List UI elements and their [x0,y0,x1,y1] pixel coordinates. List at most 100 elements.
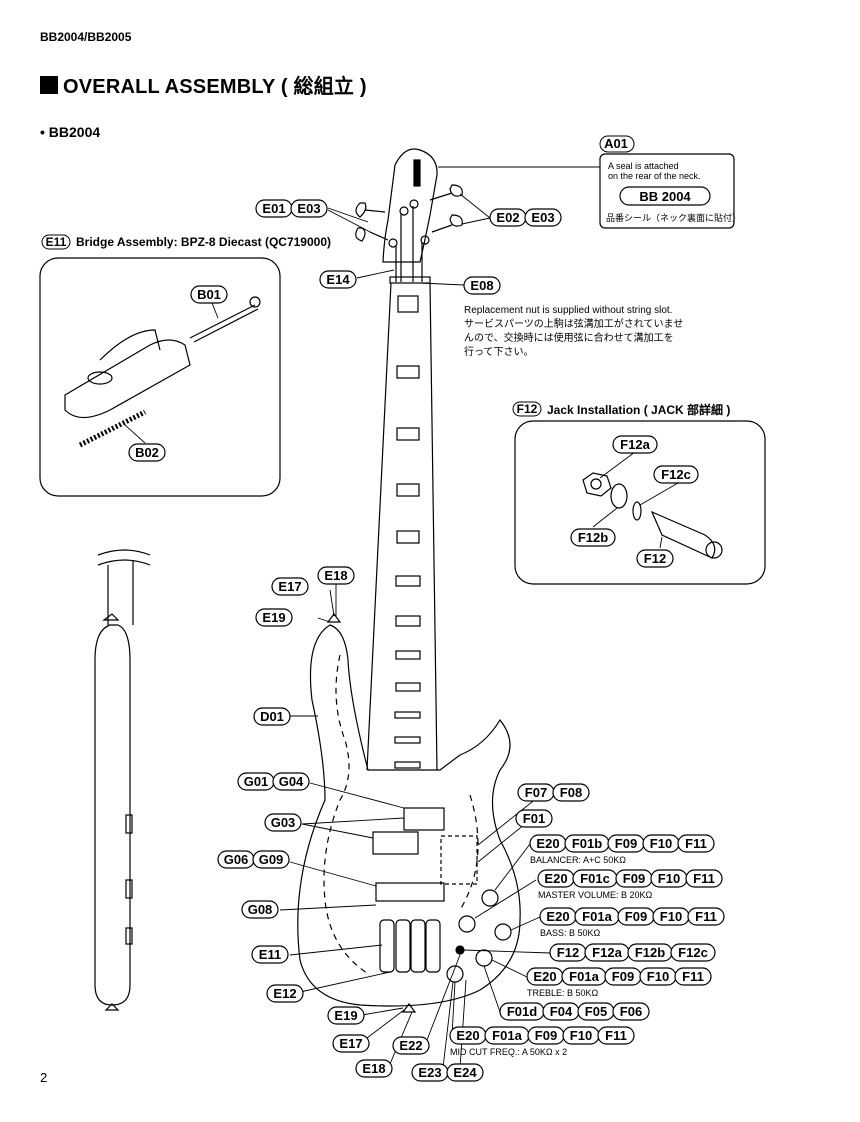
callout-b01-text: B01 [197,287,221,302]
control-row-5-1-text: F04 [550,1004,573,1019]
callout-a01-pill [599,135,635,153]
callout-e22-0-text: E22 [399,1038,422,1053]
control-row-0-0-text: E20 [536,836,559,851]
control-row-6-4-text: F11 [605,1028,627,1043]
callout-strap-top-e18-0: E18 [317,566,355,585]
callout-e14-0: E14 [319,270,357,289]
nut-note-line3: んので、交換時には使用弦に合わせて溝加工を [464,331,674,344]
callout-strap-bottom-e17-0: E17 [332,1034,370,1053]
callout-jack-bottom-1-pill [446,1063,484,1082]
control-row-3-3-pill [670,943,716,962]
control-row-0-4-pill [677,834,715,853]
callout-f12a-detail-text: F12a [620,437,650,452]
callout-tuners-right-1-text: E03 [531,210,554,225]
callout-d01-0-text: D01 [260,709,284,724]
control-row-6-2: F09 [527,1026,565,1045]
callout-pickup-neck-0-text: G01 [244,774,269,789]
callout-b02: B02 [128,443,166,462]
side-view-drawing [94,549,151,1011]
control-row-5-3-pill [612,1002,650,1021]
callout-strap-top-e19-0-pill [255,608,293,627]
control-row-1-2: F09 [615,869,653,888]
callout-jack-bottom-1: E24 [446,1063,484,1082]
callout-g03-0: G03 [264,813,302,832]
control-row-3-3: F12c [670,943,716,962]
title-square-icon [40,75,58,94]
control-row-2-2: F09 [617,907,655,926]
control-row-3-0-text: F12 [557,945,579,960]
control-row-0-2-text: F09 [615,836,637,851]
callout-g08-0-pill [241,900,279,919]
control-row-3-3-text: F12c [678,945,708,960]
callout-f12-title-pill [512,401,542,417]
callout-e11-title-pill [41,234,71,250]
callout-cavity-cover-1-text: F08 [560,785,582,800]
control-row-3-2-text: F12b [635,945,665,960]
callout-cavity-cover-0-text: F07 [525,785,547,800]
control-row-4-1: F01a [561,967,607,986]
control-row-3-2: F12b [627,943,673,962]
callout-tuners-right-1-pill [524,208,562,227]
control-row-5-2: F05 [577,1002,615,1021]
page-title: OVERALL ASSEMBLY ( 総組立 ) [63,76,367,98]
control-row-5-1: F04 [542,1002,580,1021]
callout-tuners-right-1: E03 [524,208,562,227]
seal-note-line1: A seal is attached [608,161,679,171]
section-title: OVERALL ASSEMBLY ( 総組立 ) [40,70,367,99]
callout-g08-0: G08 [241,900,279,919]
seal-note-line2: on the rear of the neck. [608,171,701,181]
callout-f12-detail-text: F12 [644,551,666,566]
callout-pickup-bridge-1-pill [252,850,290,869]
control-row-1-0: E20 [537,869,575,888]
control-row-1-3-text: F10 [658,871,680,886]
control-label-0: BALANCER: A+C 50KΩ [530,855,626,865]
callout-tuners-right-0-text: E02 [496,210,519,225]
control-row-3-1-text: F12a [592,945,622,960]
callout-pickup-neck-1-pill [272,772,310,791]
control-row-1-4: F11 [685,869,723,888]
callout-e11-title: E11 [46,235,67,249]
control-row-0-1-text: F01b [572,836,602,851]
jack-detail-box [514,420,766,585]
control-row-6-1: F01a [484,1026,530,1045]
callout-f12b-detail-pill [570,528,616,547]
seal-note-box [599,153,735,229]
callout-strap-top-e18-0-pill [317,566,355,585]
control-row-2-4: F11 [687,907,725,926]
callout-f12c-detail: F12c [653,465,699,484]
callout-g03-0-text: G03 [271,815,296,830]
seal-label: BB 2004 [639,189,691,204]
control-row-1-4-text: F11 [693,871,715,886]
control-row-6-3-text: F10 [570,1028,592,1043]
control-row-5-0-text: F01d [507,1004,537,1019]
control-label-2: BASS: B 50KΩ [540,928,601,938]
callout-f01-0-text: F01 [523,811,545,826]
control-row-2-1-text: F01a [582,909,612,924]
seal-jp-note: 品番シール（ネック裏面に貼付） [606,212,741,223]
callout-strap-bottom-e17-0-pill [332,1034,370,1053]
neck-drawing [366,282,438,771]
callout-f01-0: F01 [515,809,553,828]
callout-e11-0-text: E11 [259,947,281,962]
callout-pickup-neck-0: G01 [237,772,275,791]
control-row-0-2: F09 [607,834,645,853]
callout-tuners-left-0-text: E01 [262,201,285,216]
callout-e12-0: E12 [266,984,304,1003]
callout-e14-0-text: E14 [326,272,350,287]
callout-strap-bottom-e19-0: E19 [327,1006,365,1025]
callout-strap-bottom-e18-0-pill [355,1059,393,1078]
callout-b01-pill [190,285,228,304]
page-number: 2 [40,1070,48,1085]
callout-e11-0-pill [251,945,289,964]
control-row-2-0: E20 [539,907,577,926]
callout-tuners-left-1-pill [290,199,328,218]
callout-d01-0-pill [253,707,291,726]
callout-jack-bottom-0-text: E23 [418,1065,441,1080]
control-row-0-3: F10 [642,834,680,853]
control-row-4-1-text: F01a [569,969,599,984]
control-row-1-1-text: F01c [580,871,610,886]
control-row-4-2-text: F09 [612,969,634,984]
control-row-1-4-pill [685,869,723,888]
control-row-6-2-text: F09 [535,1028,557,1043]
callout-f12c-detail-text: F12c [661,467,691,482]
